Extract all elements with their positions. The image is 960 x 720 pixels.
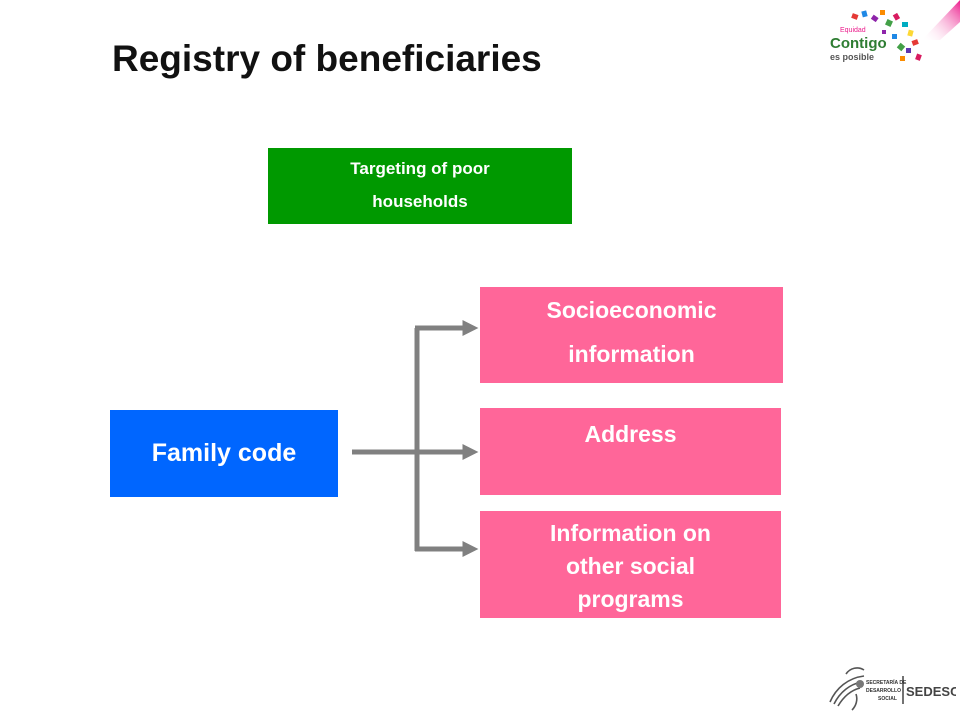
address-label: Address: [584, 421, 677, 447]
other-programs-line-3: programs: [577, 586, 684, 612]
slide-title: Registry of beneficiaries: [112, 38, 542, 79]
sedesol-line-3: SOCIAL: [878, 696, 897, 702]
sedesol-brand: SEDESOL: [906, 684, 956, 699]
family-code-box: Family code: [110, 410, 338, 497]
targeting-box-line-1: Targeting of poor: [350, 159, 490, 178]
address-box: Address: [480, 408, 781, 495]
other-programs-line-2: other social: [565, 553, 696, 579]
contigo-logo-sub-text: es posible: [830, 52, 874, 62]
family-code-label: Family code: [151, 439, 297, 467]
sedesol-line-2: DESARROLLO: [866, 688, 901, 694]
eagle-emblem-icon: [829, 667, 865, 711]
contigo-logo-main-text: Contigo: [830, 35, 887, 52]
targeting-poor-households-box: Targeting of poor households: [268, 148, 572, 224]
sedesol-logo: SECRETARÍA DE DESARROLLO SOCIAL SEDESOL: [829, 667, 956, 711]
other-programs-line-1: Information on: [550, 520, 711, 546]
socioeconomic-information-box: Socioeconomic information: [480, 287, 783, 383]
socioeconomic-line-1: Socioeconomic: [546, 297, 717, 323]
other-social-programs-box: Information on other social programs: [480, 511, 781, 618]
contigo-logo: Equidad Contigo es posible: [830, 10, 922, 62]
socioeconomic-line-2: information: [568, 341, 695, 367]
contigo-logo-small-text: Equidad: [840, 27, 866, 34]
targeting-box-line-2: households: [372, 192, 468, 211]
confetti-hand-icon: [851, 10, 922, 61]
sedesol-line-1: SECRETARÍA DE: [866, 678, 907, 686]
corner-accent-decoration: [922, 0, 960, 40]
